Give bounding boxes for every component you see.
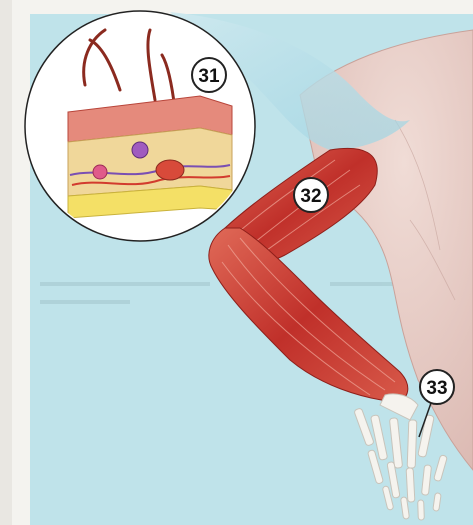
- skin-callout: [25, 11, 255, 241]
- left-panel-edge: [0, 0, 12, 525]
- callout-32-label: 32: [300, 186, 321, 207]
- callout-32: 32: [294, 178, 328, 212]
- callout-33-label: 33: [426, 378, 447, 399]
- callout-31: 31: [192, 58, 226, 92]
- hair-follicle: [156, 160, 184, 180]
- oil-gland: [132, 142, 148, 158]
- callout-31-label: 31: [198, 66, 220, 87]
- sweat-gland: [93, 165, 107, 179]
